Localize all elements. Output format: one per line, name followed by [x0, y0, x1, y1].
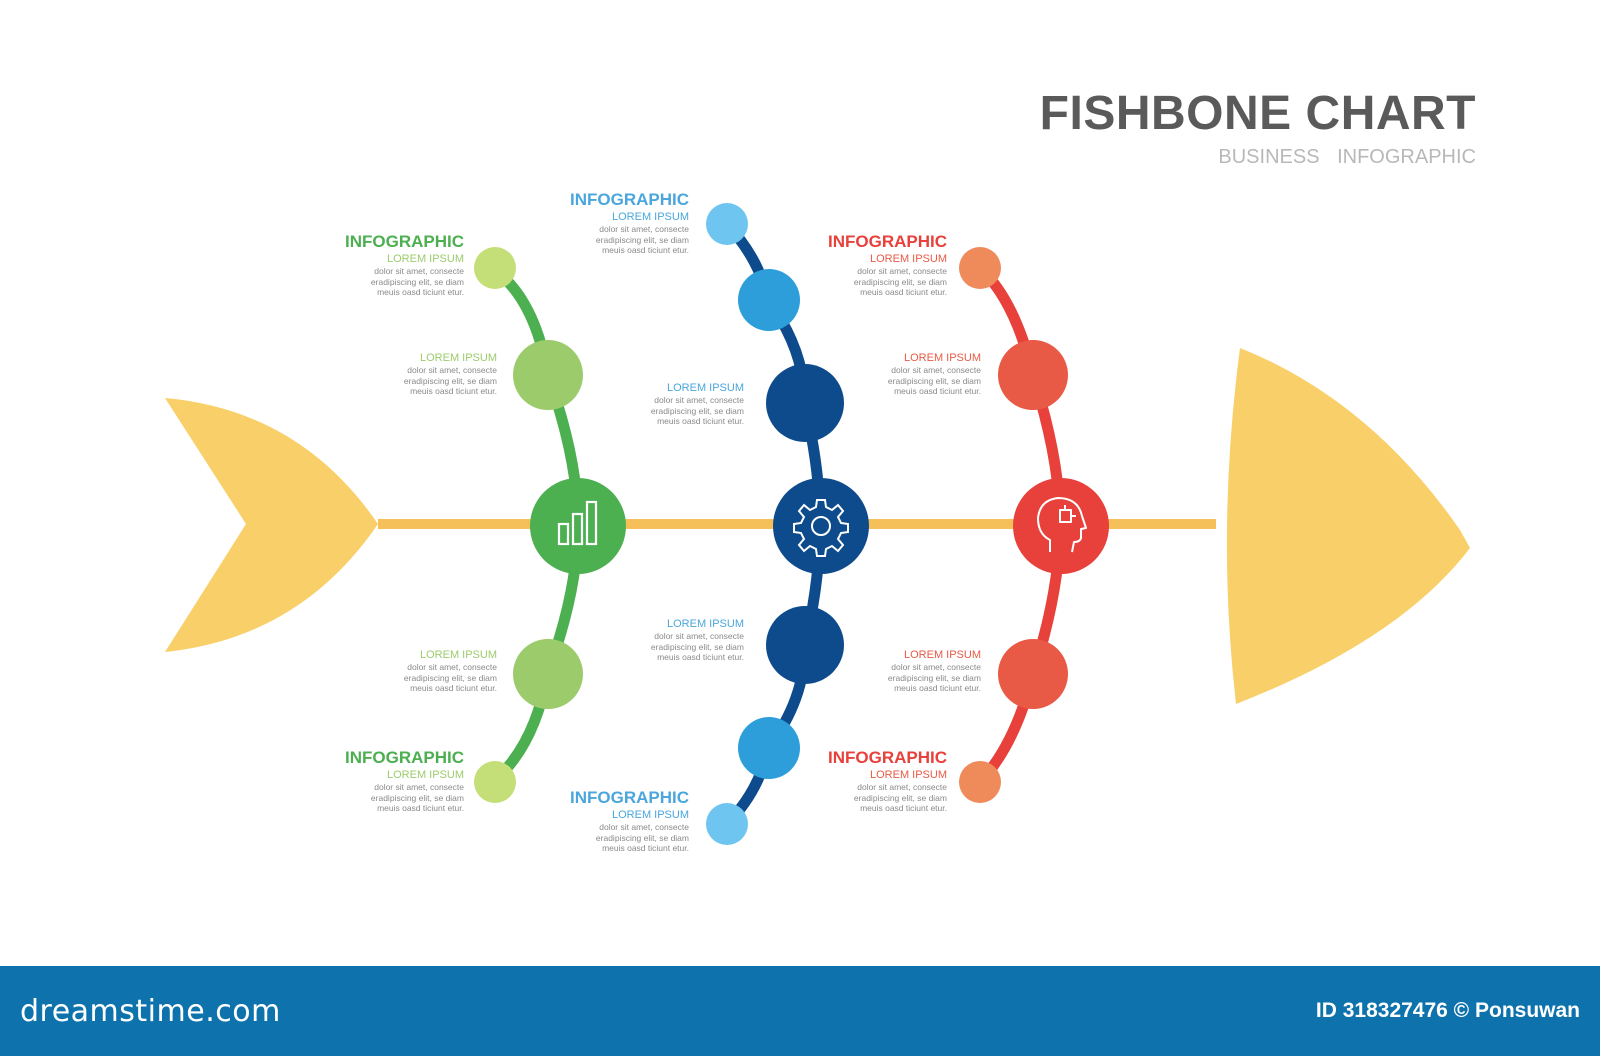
label-body-line: dolor sit amet, consecte [599, 822, 689, 832]
label-sub: LOREM IPSUM [666, 618, 744, 630]
label-red-top: INFOGRAPHIC LOREM IPSUM dolor sit amet, … [828, 232, 947, 298]
label-body-line: dolor sit amet, consecte [374, 782, 464, 792]
label-body-line: meuis oasd ticiunt etur. [377, 287, 464, 297]
label-sub: LOREM IPSUM [386, 769, 464, 781]
node-blue-upper-small[interactable] [738, 269, 800, 331]
label-body-line: meuis oasd ticiunt etur. [377, 803, 464, 813]
label-body-line: meuis oasd ticiunt etur. [860, 803, 947, 813]
node-red-lower[interactable] [998, 639, 1068, 709]
label-body-line: dolor sit amet, consecte [407, 662, 497, 672]
label-body-line: dolor sit amet, consecte [891, 365, 981, 375]
label-heading: INFOGRAPHIC [345, 748, 464, 767]
node-blue-bottom[interactable] [706, 803, 748, 845]
label-body-line: eradipiscing elit, se diam [853, 792, 947, 803]
footer-logo[interactable]: dreamstime.com [20, 994, 281, 1029]
node-green-bottom[interactable] [474, 761, 516, 803]
fish-head [1226, 348, 1470, 704]
node-blue-upper[interactable] [766, 364, 844, 442]
node-green-top[interactable] [474, 247, 516, 289]
label-heading: INFOGRAPHIC [345, 232, 464, 251]
label-body-line: dolor sit amet, consecte [857, 782, 947, 792]
label-blue-lower: LOREM IPSUM dolor sit amet, consecte era… [651, 617, 744, 663]
label-body-line: eradipiscing elit, se diam [370, 792, 464, 803]
label-body-line: dolor sit amet, consecte [374, 266, 464, 276]
label-sub: LOREM IPSUM [611, 809, 689, 821]
label-blue-bottom: INFOGRAPHIC LOREM IPSUM dolor sit amet, … [570, 788, 689, 854]
label-body-line: eradipiscing elit, se diam [595, 234, 689, 245]
label-body-line: dolor sit amet, consecte [891, 662, 981, 672]
label-green-bottom: INFOGRAPHIC LOREM IPSUM dolor sit amet, … [345, 748, 464, 814]
node-red-upper[interactable] [998, 340, 1068, 410]
page-subtitle: BUSINESS INFOGRAPHIC [1218, 146, 1476, 168]
label-body-line: meuis oasd ticiunt etur. [894, 386, 981, 396]
label-blue-top: INFOGRAPHIC LOREM IPSUM dolor sit amet, … [570, 190, 689, 256]
gear-icon [793, 499, 849, 557]
label-body-line: meuis oasd ticiunt etur. [657, 416, 744, 426]
label-green-upper: LOREM IPSUM dolor sit amet, consecte era… [404, 351, 497, 397]
label-body-line: eradipiscing elit, se diam [370, 276, 464, 287]
node-blue-center[interactable] [773, 478, 869, 574]
node-red-top[interactable] [959, 247, 1001, 289]
label-body-line: dolor sit amet, consecte [407, 365, 497, 375]
node-blue-lower-small[interactable] [738, 717, 800, 779]
label-sub: LOREM IPSUM [903, 352, 981, 364]
node-blue-lower[interactable] [766, 606, 844, 684]
label-sub: LOREM IPSUM [666, 382, 744, 394]
footer-bar: dreamstime.com ID 318327476 © Ponsuwan [0, 966, 1600, 1056]
label-body-line: eradipiscing elit, se diam [650, 641, 744, 652]
label-body-line: dolor sit amet, consecte [654, 631, 744, 641]
node-red-center[interactable] [1013, 478, 1109, 574]
label-sub: LOREM IPSUM [419, 649, 497, 661]
label-sub: LOREM IPSUM [869, 769, 947, 781]
node-blue-top[interactable] [706, 203, 748, 245]
label-green-lower: LOREM IPSUM dolor sit amet, consecte era… [404, 648, 497, 694]
node-green-center[interactable] [530, 478, 626, 574]
label-body-line: dolor sit amet, consecte [654, 395, 744, 405]
label-heading: INFOGRAPHIC [570, 190, 689, 209]
page-title: FISHBONE CHART [1039, 87, 1476, 140]
node-red-bottom[interactable] [959, 761, 1001, 803]
label-body-line: dolor sit amet, consecte [857, 266, 947, 276]
label-body-line: eradipiscing elit, se diam [403, 672, 497, 683]
label-body-line: meuis oasd ticiunt etur. [602, 245, 689, 255]
label-body-line: meuis oasd ticiunt etur. [410, 386, 497, 396]
label-body-line: eradipiscing elit, se diam [887, 375, 981, 386]
label-sub: LOREM IPSUM [903, 649, 981, 661]
node-green-upper[interactable] [513, 340, 583, 410]
label-red-lower: LOREM IPSUM dolor sit amet, consecte era… [888, 648, 981, 694]
label-body-line: eradipiscing elit, se diam [595, 832, 689, 843]
label-body-line: meuis oasd ticiunt etur. [860, 287, 947, 297]
label-red-bottom: INFOGRAPHIC LOREM IPSUM dolor sit amet, … [828, 748, 947, 814]
label-sub: LOREM IPSUM [419, 352, 497, 364]
bar-chart-icon [557, 500, 598, 546]
ai-head-icon [1037, 497, 1087, 553]
label-body-line: meuis oasd ticiunt etur. [602, 843, 689, 853]
fishbone-diagram [165, 203, 1470, 845]
node-green-lower[interactable] [513, 639, 583, 709]
fish-tail [165, 398, 378, 652]
label-blue-upper: LOREM IPSUM dolor sit amet, consecte era… [651, 381, 744, 427]
label-sub: LOREM IPSUM [611, 211, 689, 223]
label-body-line: meuis oasd ticiunt etur. [410, 683, 497, 693]
label-body-line: eradipiscing elit, se diam [403, 375, 497, 386]
label-body-line: eradipiscing elit, se diam [650, 405, 744, 416]
label-body-line: meuis oasd ticiunt etur. [657, 652, 744, 662]
label-body-line: eradipiscing elit, se diam [853, 276, 947, 287]
label-sub: LOREM IPSUM [869, 253, 947, 265]
label-heading: INFOGRAPHIC [570, 788, 689, 807]
label-heading: INFOGRAPHIC [828, 232, 947, 251]
label-body-line: dolor sit amet, consecte [599, 224, 689, 234]
label-body-line: meuis oasd ticiunt etur. [894, 683, 981, 693]
label-red-upper: LOREM IPSUM dolor sit amet, consecte era… [888, 351, 981, 397]
label-heading: INFOGRAPHIC [828, 748, 947, 767]
footer-credit: ID 318327476 © Ponsuwan [1315, 999, 1580, 1022]
label-green-top: INFOGRAPHIC LOREM IPSUM dolor sit amet, … [345, 232, 464, 298]
label-body-line: eradipiscing elit, se diam [887, 672, 981, 683]
label-sub: LOREM IPSUM [386, 253, 464, 265]
